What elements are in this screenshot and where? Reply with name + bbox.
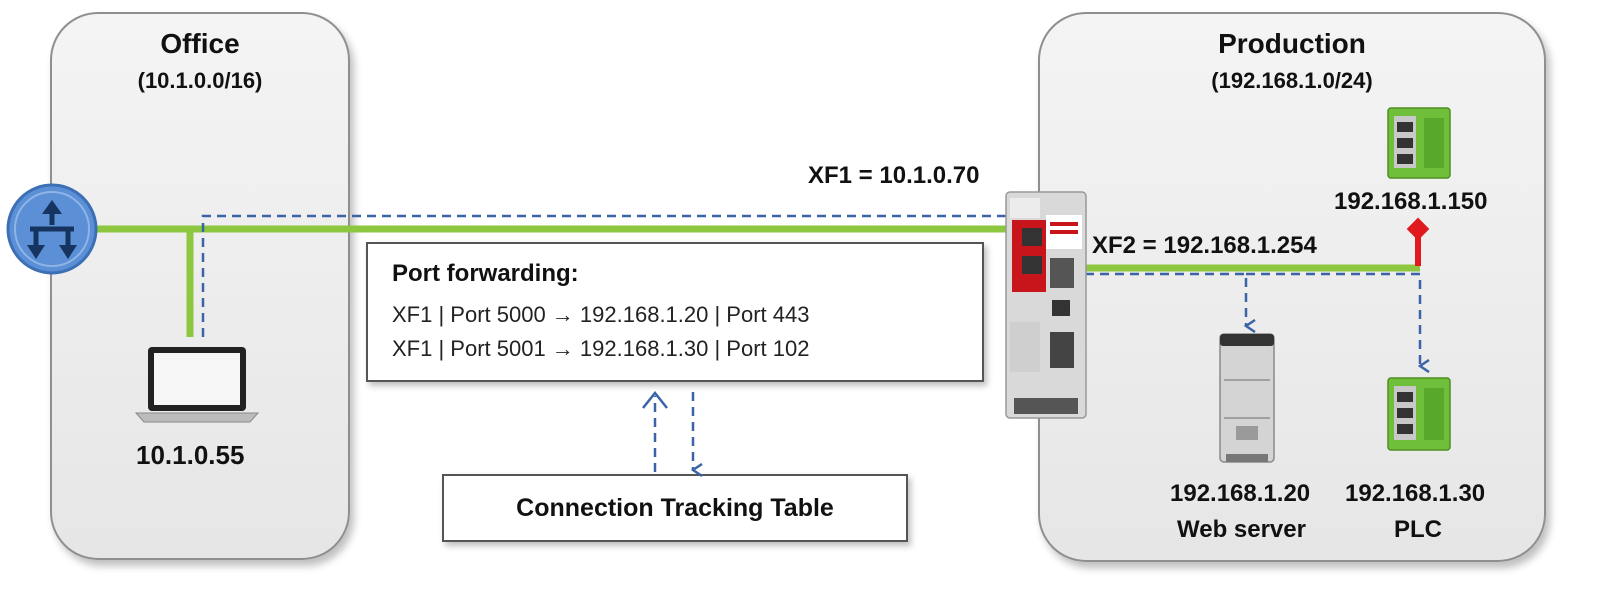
firewall-device-icon: [1005, 191, 1087, 419]
connection-tracking-box: Connection Tracking Table: [442, 474, 908, 542]
blocked-link: [1406, 217, 1430, 266]
tracking-up-arrowhead: [642, 390, 668, 409]
xf1-label: XF1 = 10.1.0.70: [808, 162, 980, 189]
office-subnet: (10.1.0.0/16): [137, 68, 263, 93]
port-forwarding-box: Port forwarding: XF1 | Port 5000 → 192.1…: [366, 242, 984, 382]
laptop-icon: [134, 347, 260, 423]
office-zone: Office (10.1.0.0/16): [50, 12, 350, 560]
production-zone: Production (192.168.1.0/24): [1038, 12, 1546, 562]
plc-ip-label: 192.168.1.30: [1345, 480, 1486, 507]
web-server-ip-label: 192.168.1.20: [1170, 480, 1311, 507]
production-title: Production: [1218, 28, 1366, 59]
port-forwarding-rule: XF1 | Port 5001 → 192.168.1.30 | Port 10…: [392, 336, 810, 361]
production-subnet: (192.168.1.0/24): [1211, 68, 1373, 93]
port-forwarding-title: Port forwarding:: [392, 260, 579, 287]
web-server-icon: [1219, 333, 1275, 463]
plc-icon: [1387, 377, 1451, 451]
green-links: [92, 225, 1420, 337]
laptop-ip-label: 10.1.0.55: [136, 440, 245, 470]
xf2-label: XF2 = 192.168.1.254: [1092, 232, 1317, 259]
block-diamond-icon: [1406, 217, 1430, 241]
office-title: Office: [160, 28, 240, 59]
traffic-paths: [201, 214, 1420, 472]
web-server-name-label: Web server: [1177, 516, 1306, 543]
port-forwarding-rule: XF1 | Port 5000 → 192.168.1.20 | Port 44…: [392, 302, 810, 327]
path-to-plc: [1246, 272, 1420, 366]
plc-top-ip-label: 192.168.1.150: [1334, 188, 1488, 215]
router-icon: [6, 183, 98, 275]
plc-name-label: PLC: [1394, 516, 1442, 543]
path-to-web-server: [1034, 218, 1246, 326]
connection-tracking-label: Connection Tracking Table: [516, 494, 834, 522]
inbound-path: [201, 214, 1030, 337]
plc-top-icon: [1387, 107, 1451, 179]
